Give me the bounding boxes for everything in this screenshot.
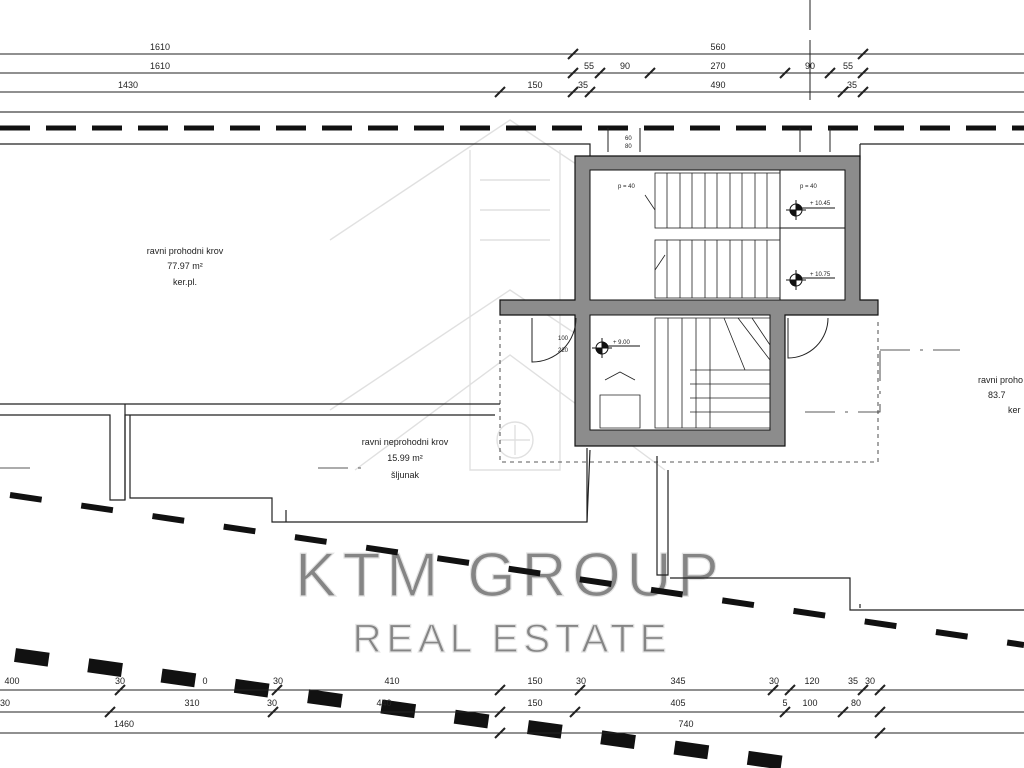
dim-bot-1-h: 345 bbox=[670, 676, 685, 686]
level-900: + 9.00 bbox=[613, 340, 631, 346]
note-vent-a: 60 bbox=[625, 136, 632, 142]
dim-bot-2-e: 150 bbox=[527, 698, 542, 708]
dim-bot-2-a: 30 bbox=[0, 698, 10, 708]
dim-bot-1-l: 30 bbox=[865, 676, 875, 686]
dim-bot-2-g: 5 bbox=[782, 698, 787, 708]
dim-bot-2-d: 440 bbox=[376, 698, 391, 708]
dim-bot-1-i: 30 bbox=[769, 676, 779, 686]
note-door-width: 100 bbox=[558, 336, 569, 342]
roof-middle-material: šljunak bbox=[391, 470, 420, 480]
roof-right-area: 83.7 bbox=[988, 390, 1006, 400]
dim-top-1-b: 560 bbox=[710, 42, 725, 52]
dashed-diagonal-outlines bbox=[9, 492, 1024, 768]
dimension-lines-top bbox=[0, 0, 1024, 100]
dim-bot-1-j: 120 bbox=[804, 676, 819, 686]
level-1075: + 10.75 bbox=[810, 272, 831, 278]
projection-lines bbox=[0, 320, 960, 469]
roof-middle-area: 15.99 m² bbox=[387, 453, 423, 463]
dimension-lines-bottom bbox=[0, 684, 1024, 739]
dim-bot-1-f: 150 bbox=[527, 676, 542, 686]
dim-bot-1-k: 35 bbox=[848, 676, 858, 686]
roof-left-name: ravni prohodni krov bbox=[147, 246, 224, 256]
dim-bot-1-e: 410 bbox=[384, 676, 399, 686]
dim-top-3-c: 35 bbox=[578, 80, 588, 90]
dim-bot-2-b: 310 bbox=[184, 698, 199, 708]
note-door-height: 220 bbox=[558, 348, 569, 354]
level-marker-icon bbox=[786, 200, 835, 220]
stair-core bbox=[499, 155, 879, 447]
dim-top-2-d: 270 bbox=[710, 61, 725, 71]
dim-bot-1-a: 400 bbox=[4, 676, 19, 686]
dim-top-2-a: 1610 bbox=[150, 61, 170, 71]
watermark-line1: KTM GROUP bbox=[295, 541, 724, 610]
note-vent-b: 80 bbox=[625, 144, 632, 150]
dim-top-3-a: 1430 bbox=[118, 80, 138, 90]
dim-bot-2-c: 30 bbox=[267, 698, 277, 708]
roof-left-area: 77.97 m² bbox=[167, 261, 203, 271]
dim-bot-1-c: 0 bbox=[202, 676, 207, 686]
level-marker-icon bbox=[592, 338, 640, 358]
dim-bot-1-d: 30 bbox=[273, 676, 283, 686]
note-p40-left: p = 40 bbox=[618, 184, 636, 190]
level-1045: + 10.45 bbox=[810, 201, 831, 207]
dim-top-3-d: 490 bbox=[710, 80, 725, 90]
roof-outline bbox=[0, 143, 1024, 611]
dashed-outline-top bbox=[0, 111, 1024, 131]
dim-top-2-e: 90 bbox=[805, 61, 815, 71]
dim-bot-1-g: 30 bbox=[576, 676, 586, 686]
room-labels: ravni prohodni krov 77.97 m² ker.pl. rav… bbox=[147, 246, 1023, 480]
dim-top-1-a: 1610 bbox=[150, 42, 170, 52]
level-markers: + 10.45 + 10.75 + 9.00 bbox=[592, 200, 835, 358]
stairs bbox=[599, 172, 781, 429]
dimension-labels-top: 1610 560 1610 55 90 270 90 55 1430 150 3… bbox=[118, 42, 857, 90]
notes: p = 40 p = 40 100 220 60 80 bbox=[558, 136, 818, 354]
dim-top-3-b: 150 bbox=[527, 80, 542, 90]
dim-bot-2-f: 405 bbox=[670, 698, 685, 708]
roof-left-material: ker.pl. bbox=[173, 277, 197, 287]
roof-right-name: ravni proho bbox=[978, 375, 1023, 385]
dim-bot-2-i: 80 bbox=[851, 698, 861, 708]
dim-top-2-f: 55 bbox=[843, 61, 853, 71]
dim-bot-1-b: 30 bbox=[115, 676, 125, 686]
dim-top-2-c: 90 bbox=[620, 61, 630, 71]
dim-top-2-b: 55 bbox=[584, 61, 594, 71]
doors bbox=[531, 128, 831, 363]
dim-bot-3-a: 1460 bbox=[114, 719, 134, 729]
dim-bot-2-h: 100 bbox=[802, 698, 817, 708]
level-marker-icon bbox=[786, 270, 835, 290]
dimension-labels-bottom: 400 30 0 30 410 150 30 345 30 120 35 30 … bbox=[0, 676, 875, 729]
roof-right-material: ker bbox=[1008, 405, 1021, 415]
dim-bot-3-b: 740 bbox=[678, 719, 693, 729]
watermark: KTM GROUP REAL ESTATE bbox=[295, 119, 724, 662]
dim-top-3-e: 35 bbox=[847, 80, 857, 90]
watermark-line2: REAL ESTATE bbox=[353, 617, 672, 661]
note-p40-right: p = 40 bbox=[800, 184, 818, 190]
roof-middle-name: ravni neprohodni krov bbox=[362, 437, 449, 447]
